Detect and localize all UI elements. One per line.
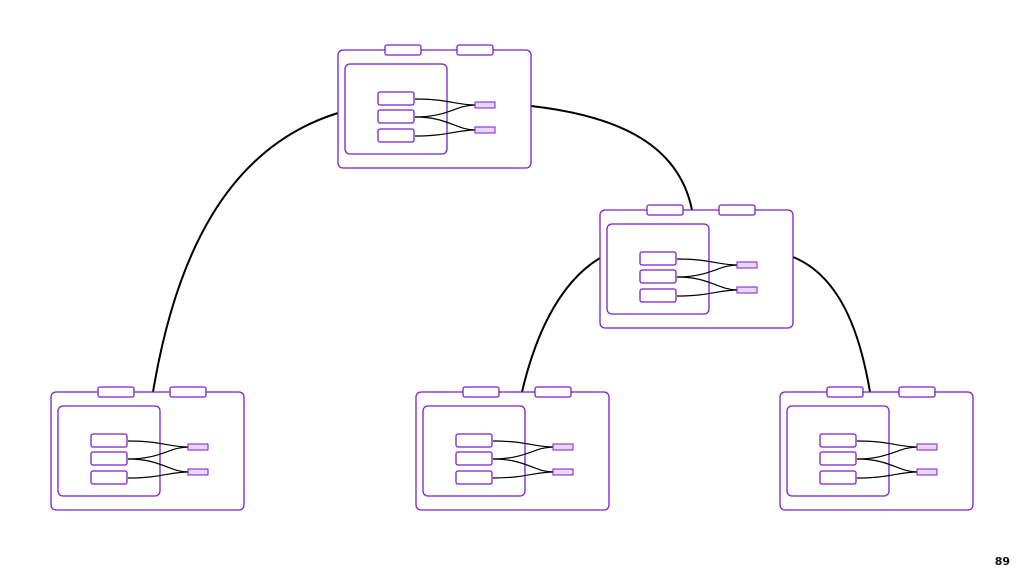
output-pin-2 bbox=[187, 468, 209, 476]
wire bbox=[676, 264, 739, 278]
top-tab-left bbox=[462, 386, 500, 398]
top-tab-right bbox=[718, 204, 756, 216]
wire bbox=[676, 289, 739, 297]
top-tab-left bbox=[826, 386, 864, 398]
slot-3 bbox=[455, 470, 493, 485]
wire bbox=[856, 446, 919, 460]
inner-panel bbox=[57, 405, 161, 497]
slot-3 bbox=[377, 128, 415, 143]
wire bbox=[127, 446, 190, 460]
top-tab-right bbox=[169, 386, 207, 398]
slot-1 bbox=[819, 433, 857, 448]
slot-2 bbox=[639, 269, 677, 284]
slot-1 bbox=[639, 251, 677, 266]
inner-panel bbox=[786, 405, 890, 497]
slot-3 bbox=[90, 470, 128, 485]
wire bbox=[127, 471, 190, 479]
slot-2 bbox=[819, 451, 857, 466]
slot-2 bbox=[90, 451, 128, 466]
top-tab-right bbox=[534, 386, 572, 398]
slot-2 bbox=[377, 109, 415, 124]
wire bbox=[492, 446, 555, 460]
wire bbox=[414, 104, 477, 118]
node-root bbox=[337, 44, 532, 169]
inner-panel bbox=[344, 63, 448, 155]
top-tab-left bbox=[97, 386, 135, 398]
output-pin-1 bbox=[736, 261, 758, 269]
output-pin-2 bbox=[736, 286, 758, 294]
edge-root-to-right-mid bbox=[530, 105, 693, 211]
wire bbox=[492, 471, 555, 479]
output-pin-1 bbox=[552, 443, 574, 451]
edge-right-mid-to-leaf-middle bbox=[521, 257, 601, 393]
edge-right-mid-to-leaf-right bbox=[792, 256, 871, 393]
node-leaf-middle bbox=[415, 386, 610, 511]
inner-panel bbox=[606, 223, 710, 315]
slot-1 bbox=[455, 433, 493, 448]
tree-edges bbox=[152, 105, 871, 393]
wire bbox=[414, 129, 477, 137]
top-tab-right bbox=[898, 386, 936, 398]
slot-3 bbox=[639, 288, 677, 303]
wire bbox=[856, 471, 919, 479]
slot-3 bbox=[819, 470, 857, 485]
node-leaf-right bbox=[779, 386, 974, 511]
slot-1 bbox=[90, 433, 128, 448]
output-pin-2 bbox=[916, 468, 938, 476]
output-pin-2 bbox=[552, 468, 574, 476]
tree-nodes bbox=[50, 44, 974, 511]
output-pin-1 bbox=[187, 443, 209, 451]
node-right-mid bbox=[599, 204, 794, 329]
output-pin-1 bbox=[916, 443, 938, 451]
top-tab-right bbox=[456, 44, 494, 56]
slot-2 bbox=[455, 451, 493, 466]
edge-root-to-leaf-left bbox=[152, 112, 339, 393]
page-number: 89 bbox=[994, 555, 1010, 568]
top-tab-left bbox=[384, 44, 422, 56]
inner-panel bbox=[422, 405, 526, 497]
node-leaf-left bbox=[50, 386, 245, 511]
output-pin-2 bbox=[474, 126, 496, 134]
output-pin-1 bbox=[474, 101, 496, 109]
slot-1 bbox=[377, 91, 415, 106]
top-tab-left bbox=[646, 204, 684, 216]
